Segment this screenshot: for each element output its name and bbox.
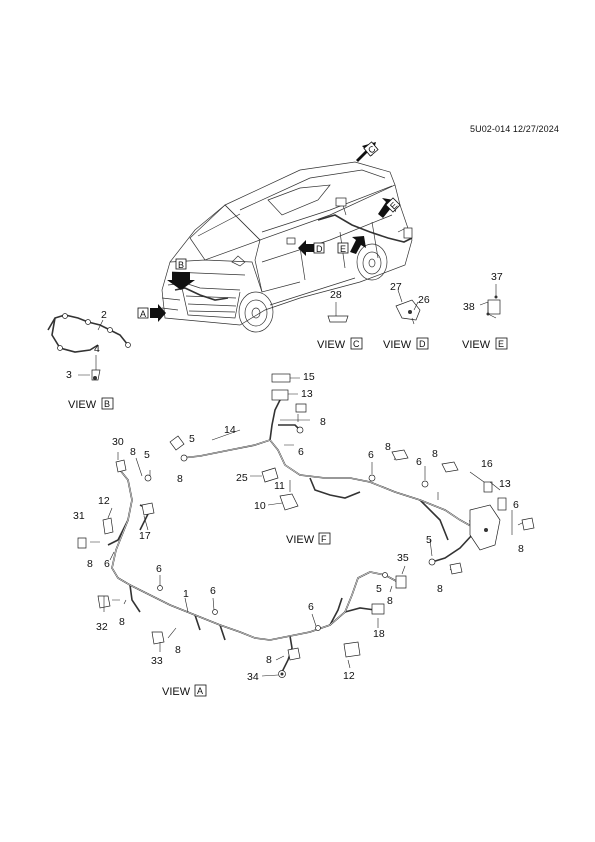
view-f-title: VIEW [286, 534, 315, 546]
callout-5-lower-right: 5 [376, 583, 382, 595]
view-arrow-b: B [167, 258, 195, 290]
callout-8-upper-left: 8 [177, 473, 183, 485]
view-f-harness [169, 373, 535, 575]
callout-30: 30 [112, 436, 124, 448]
callout-10: 10 [254, 500, 266, 512]
callout-13-top: 13 [301, 388, 313, 400]
callout-33: 33 [151, 655, 163, 667]
callout-12-lower: 12 [343, 670, 355, 682]
callout-25: 25 [236, 472, 248, 484]
callout-8-top: 8 [320, 416, 326, 428]
callout-34: 34 [247, 671, 259, 683]
arrow-label-c: C [366, 143, 378, 155]
callout-8-31: 8 [87, 558, 93, 570]
arrow-label-e: E [388, 200, 399, 211]
callout-4: 4 [94, 343, 100, 355]
callout-6-mid: 6 [368, 449, 374, 461]
callout-13-right: 13 [499, 478, 511, 490]
view-c-parts [327, 302, 349, 323]
view-b-parts [47, 313, 131, 381]
callout-15: 15 [303, 371, 315, 383]
callout-38: 38 [463, 301, 475, 313]
view-e-box [495, 337, 508, 350]
arrow-label-b: B [178, 260, 184, 270]
view-arrow-e-top: E [378, 197, 401, 218]
view-d-parts [395, 289, 421, 325]
callout-6-lower-center: 6 [308, 601, 314, 613]
callout-5-left: 5 [144, 449, 150, 461]
view-d-box [416, 337, 429, 350]
callout-14: 14 [224, 424, 236, 436]
callout-6-top: 6 [298, 446, 304, 458]
view-d-letter: D [419, 339, 426, 349]
arrow-label-a: A [140, 309, 146, 319]
view-a-letter: A [197, 686, 203, 696]
arrow-label-d: D [316, 244, 323, 254]
view-a-box [194, 684, 207, 697]
view-f-letter: F [321, 534, 327, 544]
callout-32: 32 [96, 621, 108, 633]
callout-11: 11 [274, 480, 285, 492]
callout-6-right: 6 [416, 456, 422, 468]
view-e-parts [479, 284, 501, 319]
callout-8-30: 8 [130, 446, 136, 458]
callout-5-upper: 5 [189, 433, 195, 445]
view-a-title: VIEW [162, 686, 191, 698]
callout-8-far-right: 8 [518, 543, 524, 555]
view-arrow-e-lower: E [337, 236, 366, 254]
callout-12-left: 12 [98, 495, 110, 507]
callout-3: 3 [66, 369, 72, 381]
callout-2: 2 [101, 309, 107, 321]
view-b-box [101, 397, 114, 410]
callout-18: 18 [373, 628, 385, 640]
view-arrow-a: A [137, 304, 166, 322]
callout-6-left-lower: 6 [104, 558, 110, 570]
diagram-code: 5U02-014 12/27/2024 [470, 124, 559, 134]
vehicle-illustration [161, 161, 413, 333]
callout-6-lower-left: 6 [156, 563, 162, 575]
arrow-label-e2: E [340, 244, 346, 254]
view-c-title: VIEW [317, 339, 346, 351]
callout-8-mid: 8 [385, 441, 391, 453]
view-e-letter: E [498, 339, 504, 349]
view-arrow-c: C [356, 141, 379, 162]
view-e-title: VIEW [462, 339, 491, 351]
callout-37: 37 [491, 271, 503, 283]
callout-1: 1 [183, 588, 189, 600]
callout-27: 27 [390, 281, 402, 293]
callout-8-5-right: 8 [437, 583, 443, 595]
callout-31: 31 [73, 510, 85, 522]
callout-16: 16 [481, 458, 493, 470]
callout-28: 28 [330, 289, 342, 301]
view-c-box [350, 337, 363, 350]
view-arrow-d: D [298, 240, 325, 256]
view-b-letter: B [104, 399, 110, 409]
callout-8-33: 8 [175, 644, 181, 656]
view-a-harness [77, 452, 407, 678]
callout-17: 17 [139, 530, 151, 542]
callout-26: 26 [418, 294, 430, 306]
view-f-box [318, 532, 331, 545]
callout-5-right: 5 [426, 534, 432, 546]
callout-6-far-right: 6 [513, 499, 519, 511]
callout-8-lower-right: 8 [387, 595, 393, 607]
callout-8-right: 8 [432, 448, 438, 460]
callout-8-34: 8 [266, 654, 272, 666]
view-b-title: VIEW [68, 399, 97, 411]
view-d-title: VIEW [383, 339, 412, 351]
callout-6-lower-mid: 6 [210, 585, 216, 597]
view-c-letter: C [353, 339, 360, 349]
callout-8-32: 8 [119, 616, 125, 628]
callout-35: 35 [397, 552, 409, 564]
